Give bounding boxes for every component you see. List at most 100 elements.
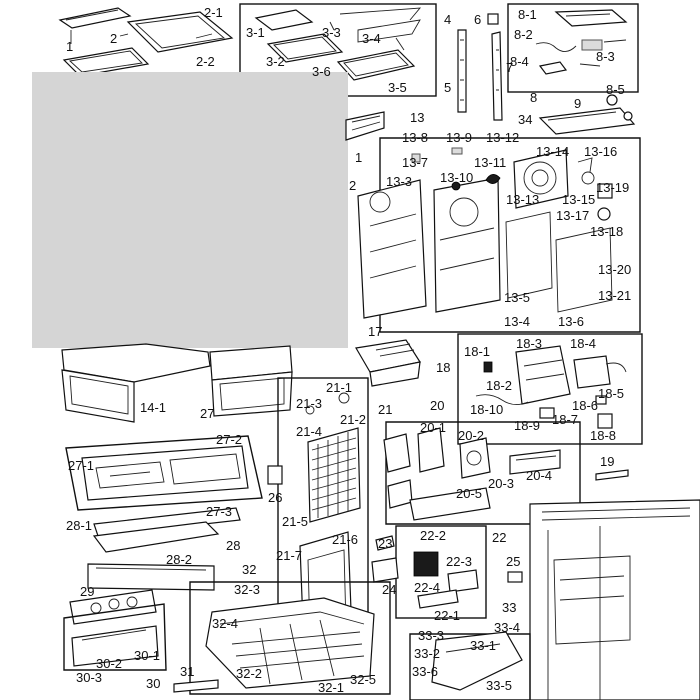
label-32-4: 32-4 xyxy=(212,616,238,631)
label-13-17: 13-17 xyxy=(556,208,589,223)
label-5: 5 xyxy=(444,80,451,95)
label-21-1: 21-1 xyxy=(326,380,352,395)
label-32: 32 xyxy=(242,562,256,577)
label-27-1: 27-1 xyxy=(68,458,94,473)
label-13-18: 13-18 xyxy=(590,224,623,239)
label-13: 13 xyxy=(410,110,424,125)
shelf-group-1-2 xyxy=(58,7,234,77)
part-29-30-cover xyxy=(63,589,167,671)
label-8-1: 8-1 xyxy=(518,7,537,22)
box-33-bin xyxy=(409,631,531,700)
label-26: 26 xyxy=(268,490,282,505)
part-19 xyxy=(595,469,629,481)
label-18-8: 18-8 xyxy=(590,428,616,443)
bracket-fragment xyxy=(345,111,385,141)
label-33-4: 33-4 xyxy=(494,620,520,635)
label-18-4: 18-4 xyxy=(570,336,596,351)
label-13-3: 13-3 xyxy=(386,174,412,189)
label-8-3: 8-3 xyxy=(596,49,615,64)
label-7: 7 xyxy=(506,60,513,75)
label-18-5: 18-5 xyxy=(598,386,624,401)
label-29: 29 xyxy=(80,584,94,599)
label-22-4: 22-4 xyxy=(414,580,440,595)
label-17: 17 xyxy=(368,324,382,339)
label-21-3: 21-3 xyxy=(296,396,322,411)
label-13-19: 13-19 xyxy=(596,180,629,195)
label-8: 8 xyxy=(530,90,537,105)
label-6: 6 xyxy=(474,12,481,27)
label-13-11: 13-11 xyxy=(474,155,506,170)
label-13-9: 13-9 xyxy=(446,130,472,145)
label-19: 19 xyxy=(600,454,614,469)
label-28-1: 28-1 xyxy=(66,518,92,533)
label-33-6: 33-6 xyxy=(412,664,438,679)
box-18-icemaker-parts xyxy=(457,333,643,445)
label-22-1: 22-1 xyxy=(434,608,460,623)
label-30: 30 xyxy=(146,676,160,691)
box-20-dispenser xyxy=(383,421,581,525)
label-13-20: 13-20 xyxy=(598,262,631,277)
label-4: 4 xyxy=(444,12,451,27)
label-13-14: 13-14 xyxy=(536,144,569,159)
label-31: 31 xyxy=(180,664,194,679)
label-2b: 2 xyxy=(349,178,356,193)
callout-labels: 1 2 2-1 2-2 3-1 3-2 3-3 3-4 3-5 3-6 4 5 … xyxy=(66,5,631,695)
box-27-crisper-cover xyxy=(65,435,263,511)
label-3-2: 3-2 xyxy=(266,54,285,69)
label-13-16: 13-16 xyxy=(584,144,617,159)
label-13-8: 13-8 xyxy=(402,130,428,145)
label-32-5: 32-5 xyxy=(350,672,376,687)
label-13-15: 13-15 xyxy=(562,192,595,207)
label-28: 28 xyxy=(226,538,240,553)
label-18: 18 xyxy=(436,360,450,375)
label-21-4: 21-4 xyxy=(296,424,322,439)
label-27: 27 xyxy=(200,406,214,421)
label-21-6: 21-6 xyxy=(332,532,358,547)
parts-23-25 xyxy=(371,535,523,583)
label-20-5: 20-5 xyxy=(456,486,482,501)
label-21-7: 21-7 xyxy=(276,548,302,563)
label-27-3: 27-3 xyxy=(206,504,232,519)
label-20-1: 20-1 xyxy=(420,420,446,435)
label-23: 23 xyxy=(378,536,392,551)
label-3-5: 3-5 xyxy=(388,80,407,95)
label-3-6: 3-6 xyxy=(312,64,331,79)
label-27-2: 27-2 xyxy=(216,432,242,447)
label-20-3: 20-3 xyxy=(488,476,514,491)
cabinet-frame xyxy=(529,499,700,700)
label-14-1: 14-1 xyxy=(140,400,166,415)
icemaker-17 xyxy=(355,339,421,387)
label-2: 2 xyxy=(110,31,117,46)
label-30-3: 30-3 xyxy=(76,670,102,685)
label-8-5: 8-5 xyxy=(606,82,625,97)
label-20-2: 20-2 xyxy=(458,428,484,443)
label-20-4: 20-4 xyxy=(526,468,552,483)
label-9: 9 xyxy=(574,96,581,111)
drawer-14-1 xyxy=(61,343,293,423)
label-13-13: 13-13 xyxy=(506,192,539,207)
label-21-5: 21-5 xyxy=(282,514,308,529)
label-13-6: 13-6 xyxy=(558,314,584,329)
label-13-10: 13-10 xyxy=(440,170,473,185)
label-2-1: 2-1 xyxy=(204,5,223,20)
label-2-2: 2-2 xyxy=(196,54,215,69)
box-22-control xyxy=(395,525,487,619)
label-8-2: 8-2 xyxy=(514,27,533,42)
label-13-5: 13-5 xyxy=(504,290,530,305)
label-8-4: 8-4 xyxy=(510,54,529,69)
label-22-3: 22-3 xyxy=(446,554,472,569)
box-8-lamp xyxy=(507,3,639,93)
label-13-12: 13-12 xyxy=(486,130,519,145)
label-1b: 1 xyxy=(355,150,362,165)
label-33-5: 33-5 xyxy=(486,678,512,693)
label-20: 20 xyxy=(430,398,444,413)
label-18-9: 18-9 xyxy=(514,418,540,433)
label-18-1: 18-1 xyxy=(464,344,490,359)
box-32-freezer-drawer xyxy=(189,581,391,695)
box-13-evaporator xyxy=(357,137,641,333)
label-1: 1 xyxy=(66,39,73,54)
label-24: 24 xyxy=(382,582,396,597)
part-28-rail xyxy=(87,507,241,591)
label-30-1: 30-1 xyxy=(134,648,160,663)
